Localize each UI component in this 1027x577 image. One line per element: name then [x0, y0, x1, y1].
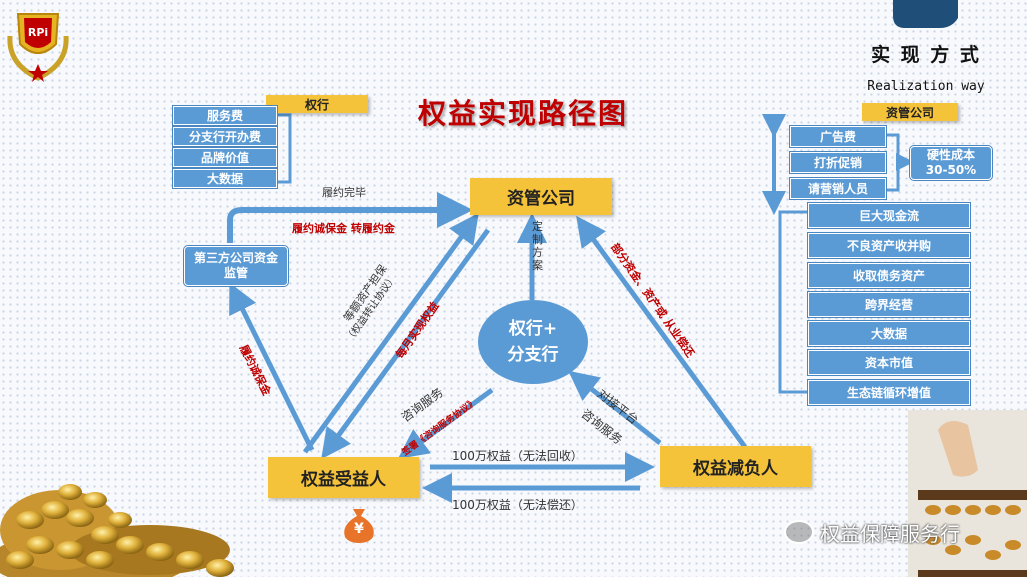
quanhang-item: 分支行开办费	[173, 127, 277, 146]
money-bag-icon: ¥	[339, 505, 379, 543]
money-bag-symbol: ¥	[354, 521, 364, 537]
beneficiary-box: 权益受益人	[268, 457, 419, 498]
arrow-beneficiary-to-asset	[302, 212, 479, 454]
hard-cost-box: 硬性成本 30-50%	[910, 146, 992, 180]
watermark-text: 权益保障服务行	[820, 521, 960, 546]
label-contract-done: 履约完毕	[322, 186, 366, 199]
arrow-beneficiary-to-thirdparty	[229, 282, 315, 452]
logo-text: RPi	[27, 26, 49, 39]
right-item: 广告费	[790, 126, 886, 147]
gold-coins-image	[0, 400, 260, 577]
arrow-asset-to-beneficiary	[321, 228, 491, 460]
label-custom-plan: 定制方案	[532, 220, 543, 272]
arrow-thirdparty-to-asset	[227, 192, 473, 243]
corner-tab	[893, 0, 958, 28]
right-item: 打折促销	[790, 152, 886, 173]
watermark: 权益保障服务行	[784, 518, 1014, 546]
benefit-item: 不良资产收并购	[808, 233, 970, 258]
quanhang-item: 服务费	[173, 106, 277, 125]
benefit-item: 大数据	[808, 321, 970, 346]
debtor-box: 权益减负人	[660, 446, 811, 487]
right-item: 请营销人员	[790, 178, 886, 199]
center-circle: 权行+ 分支行	[478, 300, 588, 384]
third-party-box: 第三方公司资金监管	[184, 246, 288, 286]
hard-cost-line1: 硬性成本	[926, 148, 975, 162]
quanhang-label: 权行	[266, 95, 368, 113]
right-panel-title: 资管公司	[862, 103, 958, 121]
benefit-item: 跨界经营	[808, 292, 970, 317]
arrow-debtor-to-center	[568, 370, 662, 445]
label-equity-bottom: 100万权益（无法偿还）	[452, 498, 583, 512]
benefits-bracket	[778, 210, 808, 394]
label-equity-top: 100万权益（无法回收）	[452, 449, 583, 463]
benefit-item: 资本市值	[808, 350, 970, 375]
quanhang-bracket	[276, 113, 292, 184]
abacus-image	[908, 410, 1027, 577]
asset-mgmt-box: 资管公司	[470, 178, 612, 215]
benefit-item: 收取债务资产	[808, 263, 970, 288]
right-items-bracket	[887, 133, 900, 192]
label-deposit-transfer: 履约诚保金 转履约金	[292, 222, 395, 235]
center-line1: 权行+	[508, 319, 558, 339]
quanhang-item: 大数据	[173, 169, 277, 188]
arrow-center-to-beneficiary	[397, 387, 494, 459]
wechat-icon	[784, 520, 814, 544]
quanhang-item: 品牌价值	[173, 148, 277, 167]
benefit-item: 巨大现金流	[808, 203, 970, 228]
logo: RPi	[4, 6, 76, 82]
header-title-cn: 实 现 方 式	[871, 44, 981, 66]
benefit-item: 生态链循环增值	[808, 380, 970, 405]
center-line2: 分支行	[507, 345, 559, 365]
header-title-en: Realization way	[867, 79, 985, 94]
page-title: 权益实现路径图	[418, 97, 629, 130]
arrow-debtor-to-asset	[576, 215, 748, 449]
hard-cost-line2: 30-50%	[925, 163, 977, 177]
